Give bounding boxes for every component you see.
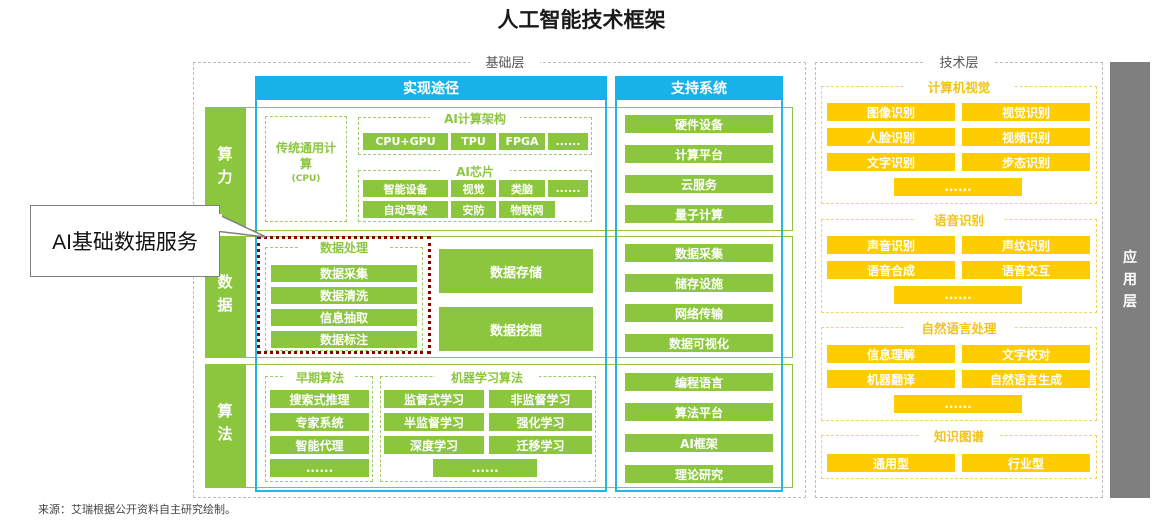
support-item: 网络传输	[625, 304, 773, 322]
ml-algo-item: 深度学习	[384, 436, 484, 454]
support-item: 量子计算	[625, 205, 773, 223]
ai-chip-item: 智能设备	[363, 180, 448, 197]
kg-title: 知识图谱	[919, 426, 999, 445]
early-algo-item: 专家系统	[270, 413, 369, 431]
ai-arch-title: AI计算架构	[430, 110, 520, 127]
nlp-item: 自然语言生成	[962, 370, 1090, 388]
support-item: 算法平台	[625, 403, 773, 421]
application-layer-bar: 应 用 层	[1110, 62, 1150, 498]
nlp-item: 信息理解	[827, 345, 955, 363]
support-item: 硬件设备	[625, 115, 773, 133]
support-item: 储存设施	[625, 274, 773, 292]
cv-item: 图像识别	[827, 103, 955, 121]
speech-item: 声纹识别	[962, 236, 1090, 254]
speech-title: 语音识别	[914, 210, 1004, 229]
nlp-item: 机器翻译	[827, 370, 955, 388]
traditional-compute-sub: (CPU)	[291, 174, 321, 184]
traditional-compute-label: 传统通用计算	[275, 141, 336, 171]
ml-algo-title: 机器学习算法	[435, 369, 539, 386]
row-frame-algo	[245, 364, 793, 488]
ai-arch-item: FPGA	[499, 133, 545, 150]
nlp-title: 自然语言处理	[904, 318, 1014, 337]
ai-arch-item: ......	[548, 133, 588, 150]
support-item: 理论研究	[625, 465, 773, 483]
traditional-compute-box	[265, 116, 347, 222]
support-item: AI框架	[625, 434, 773, 452]
speech-item: 语音合成	[827, 261, 955, 279]
cv-item: 视觉识别	[962, 103, 1090, 121]
ml-algo-item: 半监督学习	[384, 413, 484, 431]
ai-chip-item: 自动驾驶	[363, 201, 448, 218]
ai-chip-item: 安防	[451, 201, 496, 218]
cv-item: 文字识别	[827, 153, 955, 171]
ml-algo-item: 强化学习	[489, 413, 592, 431]
speech-item: 声音识别	[827, 236, 955, 254]
early-algo-title: 早期算法	[285, 369, 355, 386]
impl-header: 实现途径	[255, 76, 607, 100]
ai-arch-item: CPU+GPU	[363, 133, 448, 150]
support-header: 支持系统	[615, 76, 783, 100]
row-label-algo: 算法	[205, 364, 245, 488]
ai-chip-item: 物联网	[499, 201, 555, 218]
data-processing-title: 数据处理	[300, 239, 388, 256]
callout-joint	[218, 214, 222, 231]
callout-box: AI基础数据服务	[30, 205, 220, 277]
nlp-item: ......	[894, 395, 1022, 413]
row-label-data: 数据	[205, 236, 245, 358]
ai-chip-item: 视觉	[451, 180, 496, 197]
kg-item: 通用型	[827, 454, 955, 472]
speech-item: ......	[894, 286, 1022, 304]
cv-item: 人脸识别	[827, 128, 955, 146]
support-item: 云服务	[625, 175, 773, 193]
cv-item: ......	[894, 178, 1022, 196]
application-layer-label: 应 用 层	[1123, 250, 1137, 310]
speech-item: 语音交互	[962, 261, 1090, 279]
support-item: 数据采集	[625, 244, 773, 262]
ai-chip-item: ......	[548, 180, 588, 197]
support-item: 计算平台	[625, 145, 773, 163]
ai-arch-item: TPU	[451, 133, 496, 150]
early-algo-item: 智能代理	[270, 436, 369, 454]
data-mining-block: 数据挖掘	[439, 307, 593, 351]
data-processing-item: 信息抽取	[271, 309, 417, 326]
support-item: 编程语言	[625, 373, 773, 391]
page-title: 人工智能技术框架	[497, 8, 666, 32]
cv-item: 视频识别	[962, 128, 1090, 146]
row-frame-data	[245, 236, 793, 358]
data-processing-item: 数据采集	[271, 265, 417, 282]
ml-algo-item: 非监督学习	[489, 390, 592, 408]
early-algo-item: ......	[270, 459, 369, 477]
ml-algo-item: 监督式学习	[384, 390, 484, 408]
foundation-layer-label: 基础层	[470, 52, 540, 71]
ai-chip-item: 类脑	[499, 180, 545, 197]
ml-algo-item: 迁移学习	[489, 436, 592, 454]
cv-title: 计算机视觉	[904, 77, 1014, 96]
ml-algo-item: ......	[433, 459, 537, 477]
data-processing-item: 数据标注	[271, 331, 417, 348]
highlight-box	[257, 236, 431, 354]
source-note: 来源：艾瑞根据公开资料自主研究绘制。	[38, 503, 236, 516]
support-item: 数据可视化	[625, 334, 773, 352]
row-frame-compute	[245, 107, 793, 231]
cv-item: 步态识别	[962, 153, 1090, 171]
tech-layer-label: 技术层	[924, 52, 994, 71]
kg-item: 行业型	[962, 454, 1090, 472]
data-processing-item: 数据清洗	[271, 287, 417, 304]
data-storage-block: 数据存储	[439, 249, 593, 293]
ai-chip-title: AI芯片	[440, 163, 510, 180]
early-algo-item: 搜索式推理	[270, 390, 369, 408]
nlp-item: 文字校对	[962, 345, 1090, 363]
